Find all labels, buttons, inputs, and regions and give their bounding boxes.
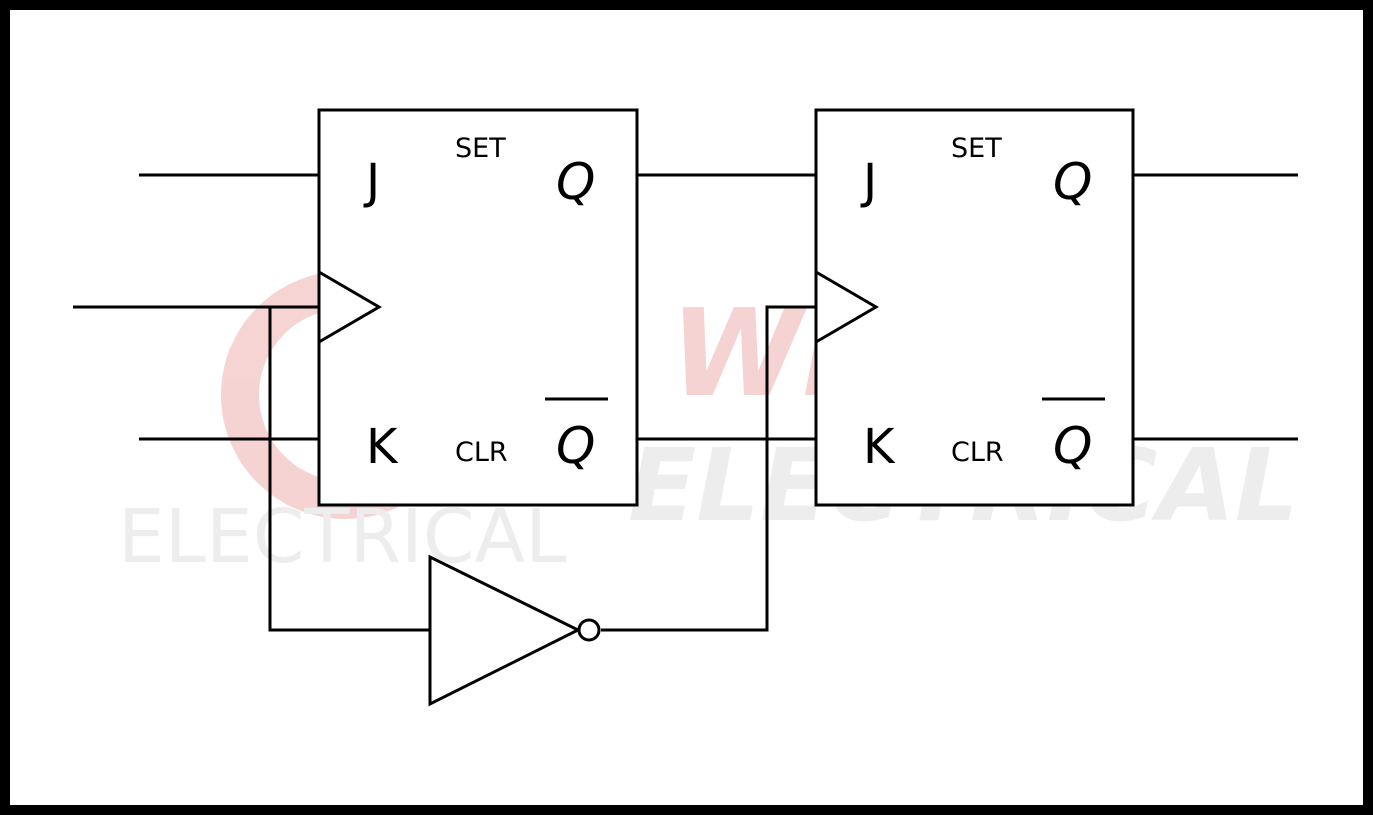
clr2-label: CLR [951, 437, 1004, 468]
set2-label: SET [951, 133, 1002, 164]
inverter-to-clock2-wire [601, 305, 816, 632]
j1-label: J [363, 154, 380, 210]
not-gate [428, 554, 601, 707]
set1-label: SET [455, 133, 506, 164]
jk-flip-flop-2: J SET Q K CLR Q [814, 108, 1135, 507]
flip-flop-2-box [814, 108, 1135, 507]
clr1-label: CLR [455, 437, 508, 468]
jk-flip-flop-1: J SET Q K CLR Q [317, 108, 639, 507]
wires [73, 173, 1298, 632]
clock-1-triangle [318, 270, 382, 344]
j2-label: J [860, 154, 877, 210]
q-bar1-label: Q [556, 417, 595, 475]
k1-label: K [366, 419, 399, 475]
not-gate-bubble [577, 618, 601, 642]
clock-2-triangle [815, 270, 879, 344]
clock-to-inverter-wire [268, 307, 430, 632]
q-bar2-label: Q [1053, 417, 1092, 475]
watermark-text-left: ELECTRICAL [118, 494, 566, 580]
q1-label: Q [556, 153, 595, 211]
k2-label: K [863, 419, 896, 475]
flip-flop-1-box [317, 108, 639, 507]
q2-label: Q [1053, 153, 1092, 211]
not-gate-triangle [428, 554, 582, 707]
